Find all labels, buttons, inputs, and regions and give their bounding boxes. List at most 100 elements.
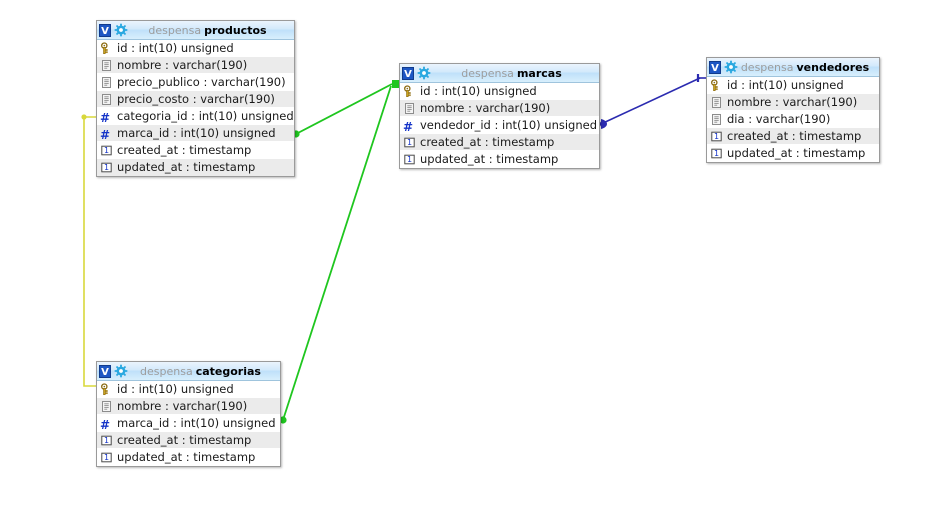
schema-name: despensa (148, 23, 202, 37)
view-marker-icon: V (99, 23, 111, 37)
table-name: categorias (195, 364, 261, 378)
svg-text:1: 1 (407, 138, 412, 147)
field-row[interactable]: id : int(10) unsigned (707, 77, 879, 94)
timestamp-icon: 1 (710, 130, 723, 143)
field-label: updated_at : timestamp (117, 160, 256, 174)
field-row[interactable]: nombre : varchar(190) (707, 94, 879, 111)
field-label: marca_id : int(10) unsigned (117, 415, 276, 430)
key-icon (403, 84, 416, 98)
field-row[interactable]: 1 updated_at : timestamp (707, 145, 879, 162)
svg-text:1: 1 (104, 453, 109, 462)
field-row[interactable]: precio_costo : varchar(190) (97, 91, 294, 108)
field-label: updated_at : timestamp (727, 146, 866, 160)
field-row[interactable]: nombre : varchar(190) (400, 100, 599, 117)
field-label: id : int(10) unsigned (420, 83, 537, 98)
timestamp-icon: 1 (403, 136, 416, 149)
int-icon: # (100, 127, 111, 142)
field-label: created_at : timestamp (727, 128, 862, 143)
field-label: nombre : varchar(190) (727, 94, 858, 109)
gear-icon[interactable] (114, 23, 128, 37)
svg-text:1: 1 (104, 436, 109, 445)
field-row[interactable]: id : int(10) unsigned (97, 381, 280, 398)
text-icon (100, 59, 113, 72)
field-label: precio_costo : varchar(190) (117, 91, 275, 106)
field-row[interactable]: id : int(10) unsigned (400, 83, 599, 100)
field-row[interactable]: dia : varchar(190) (707, 111, 879, 128)
relationship-marcas-vendedor-id-to-vendedores (599, 74, 706, 129)
field-row[interactable]: 1 updated_at : timestamp (97, 159, 294, 176)
field-row[interactable]: 1 created_at : timestamp (707, 128, 879, 145)
field-row[interactable]: id : int(10) unsigned (97, 40, 294, 57)
svg-text:1: 1 (407, 155, 412, 164)
timestamp-icon: 1 (100, 434, 113, 447)
table-name: productos (204, 23, 267, 37)
field-label: created_at : timestamp (117, 142, 252, 157)
field-label: nombre : varchar(190) (117, 398, 248, 413)
schema-name: despensa (461, 66, 514, 80)
timestamp-icon: 1 (100, 144, 113, 157)
field-row[interactable]: # marca_id : int(10) unsigned (97, 125, 294, 142)
text-icon (100, 93, 113, 106)
field-row[interactable]: 1 created_at : timestamp (97, 142, 294, 159)
relationship-categorias-marca-id-to-marcas (279, 85, 392, 424)
gear-icon[interactable] (724, 60, 738, 74)
table-name: marcas (516, 66, 562, 80)
field-label: id : int(10) unsigned (117, 381, 234, 396)
field-row[interactable]: 1 created_at : timestamp (400, 134, 599, 151)
timestamp-icon: 1 (710, 147, 723, 160)
key-icon (100, 382, 113, 396)
field-row[interactable]: precio_publico : varchar(190) (97, 74, 294, 91)
field-label: id : int(10) unsigned (117, 40, 234, 55)
timestamp-icon: 1 (403, 153, 416, 166)
field-label: created_at : timestamp (420, 134, 555, 149)
field-label: categoria_id : int(10) unsigned (117, 108, 294, 123)
field-label: vendedor_id : int(10) unsigned (420, 117, 598, 132)
field-row[interactable]: nombre : varchar(190) (97, 398, 280, 415)
gear-icon[interactable] (114, 364, 128, 378)
view-marker-icon: V (99, 364, 111, 378)
svg-text:1: 1 (104, 163, 109, 172)
field-label: nombre : varchar(190) (117, 57, 248, 72)
field-row[interactable]: #marca_id : int(10) unsigned (97, 415, 280, 432)
svg-text:1: 1 (714, 149, 719, 158)
key-icon (710, 78, 723, 92)
int-icon: # (403, 119, 414, 134)
field-label: marca_id : int(10) unsigned (117, 125, 276, 140)
table-name: vendedores (796, 60, 870, 74)
view-marker-icon: V (709, 60, 721, 74)
field-row[interactable]: 1 created_at : timestamp (97, 432, 280, 449)
field-row[interactable]: # categoria_id : int(10) unsigned (97, 108, 294, 125)
field-label: nombre : varchar(190) (420, 100, 551, 115)
gear-icon[interactable] (417, 66, 431, 80)
timestamp-icon: 1 (100, 161, 113, 174)
field-label: created_at : timestamp (117, 432, 252, 447)
field-row[interactable]: # vendedor_id : int(10) unsigned (400, 117, 599, 134)
field-label: precio_publico : varchar(190) (117, 74, 286, 89)
relationship-productos-categoria-id-to-categorias (81, 114, 96, 387)
svg-text:1: 1 (104, 146, 109, 155)
text-icon (710, 96, 723, 109)
text-icon (100, 400, 113, 413)
svg-text:1: 1 (714, 132, 719, 141)
timestamp-icon: 1 (100, 451, 113, 464)
field-row[interactable]: nombre : varchar(190) (97, 57, 294, 74)
field-label: dia : varchar(190) (727, 111, 831, 126)
text-icon (403, 102, 416, 115)
schema-name: despensa (140, 364, 193, 378)
int-icon: # (100, 110, 111, 125)
